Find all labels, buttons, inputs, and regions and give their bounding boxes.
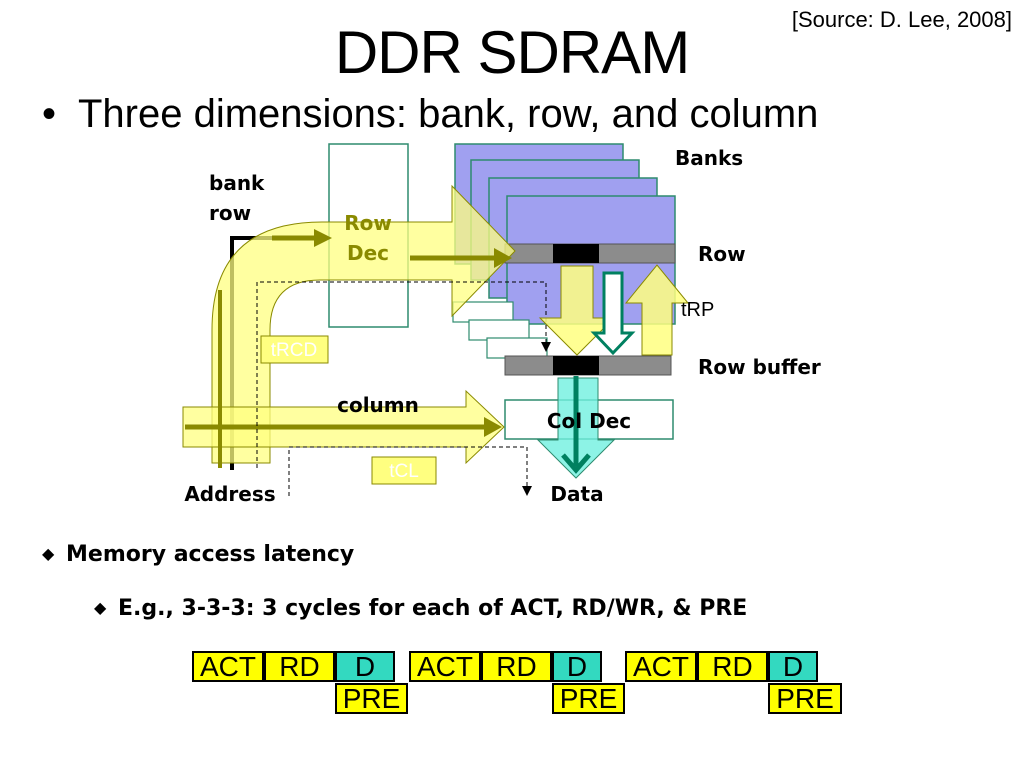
trcd-guide-head [541,342,551,352]
row-buffer-outline-3 [486,337,548,359]
trcd-label: tRCD [271,340,317,361]
source-citation: [Source: D. Lee, 2008] [791,7,1012,32]
row-dec-arrow-head [494,248,512,268]
tcl-dashed-guide [288,446,528,496]
row-label: Row [698,242,746,266]
timeline-cell-act: ACT [409,651,481,682]
data-label: Data [550,482,603,506]
timeline-cell-act: ACT [192,651,264,682]
tcl-label: tCL [389,461,419,482]
precharge-down-arrow [590,271,636,356]
timeline-cell-d: D [768,651,818,682]
trp-up-arrow [624,264,690,356]
timeline-cell-pre: PRE [768,683,842,714]
bank-label: bank [209,171,265,195]
diamond-bullet-icon: ◆ [42,544,55,563]
column-label: column [337,393,419,417]
row-dec-label-2: Dec [347,241,389,265]
slide-title: DDR SDRAM [334,19,690,86]
sub-bullet-latency-text: Memory access latency [66,542,355,567]
trcd-dashed-guide [256,281,547,468]
row-path-arrow [211,184,516,464]
address-label: Address [184,482,275,506]
sub-bullet-example-text: E.g., 3-3-3: 3 cycles for each of ACT, R… [118,596,748,621]
timeline-cell-d: D [552,651,602,682]
banks-label: Banks [675,146,743,170]
row-buffer-label: Row buffer [698,355,821,379]
row-buffer-outline-2 [468,319,530,341]
column-arrow-head [484,417,502,437]
sub-bullet-latency: ◆ Memory access latency [42,540,354,569]
main-bullet-text: Three dimensions: bank, row, and column [78,92,819,136]
row-dec-label-1: Row [344,211,392,235]
timeline-cell-pre: PRE [335,683,408,714]
diamond-bullet-icon: ◆ [94,598,107,617]
trcd-box [260,335,329,364]
timeline-cell-act: ACT [625,651,697,682]
bullet-dot-icon: • [42,92,57,136]
trp-label: tRP [681,299,714,321]
timeline-cell-rd: RD [697,651,768,682]
tcl-guide-head [522,486,532,496]
bank-row-arrow-head [314,229,332,247]
main-bullet: • Three dimensions: bank, row, and column [42,88,818,140]
timeline-cell-rd: RD [481,651,552,682]
timeline-cell-pre: PRE [552,683,625,714]
col-dec-label: Col Dec [547,409,631,433]
sub-bullet-example: ◆ E.g., 3-3-3: 3 cycles for each of ACT, … [94,594,747,623]
tcl-box [371,456,437,485]
row-strip-selected [553,244,599,263]
timeline-cell-rd: RD [264,651,335,682]
row-buffer-selected [553,356,599,375]
row-address-label: row [209,201,251,225]
timeline-cell-d: D [335,651,395,682]
data-teal-head [561,453,591,474]
